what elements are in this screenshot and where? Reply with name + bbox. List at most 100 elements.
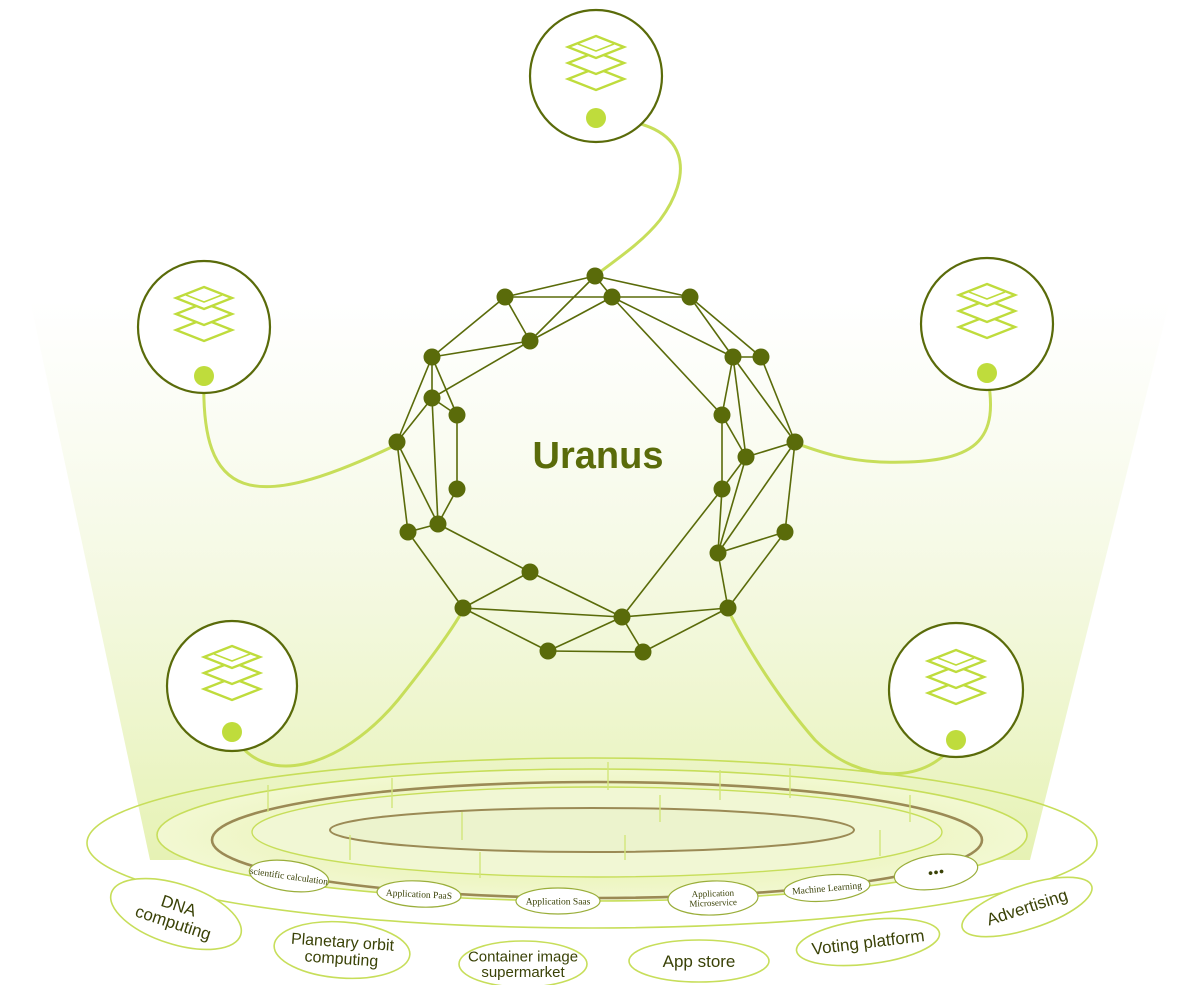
network-node (719, 599, 737, 617)
pill-shape (893, 853, 979, 891)
center-title: Uranus (533, 435, 664, 477)
network-edge (529, 296, 613, 342)
stacked-layers-icon (564, 34, 628, 92)
connector-dot (977, 363, 997, 383)
network-edge (462, 571, 531, 609)
network-node (448, 480, 466, 498)
network-node (603, 288, 621, 306)
network-edge (745, 441, 796, 458)
outer-item-appstore-label: App store (663, 952, 736, 971)
stacked-layers-icon (924, 648, 988, 706)
pill-shape (667, 880, 759, 916)
network-node (423, 348, 441, 366)
inner-item-more: ••• (893, 853, 979, 891)
network-edge (689, 296, 762, 358)
satellite-left-lower (165, 619, 299, 753)
inner-item-saas: Application Saas (515, 887, 601, 915)
network-node (724, 348, 742, 366)
satellite-top (528, 8, 664, 144)
inner-item-microservice-label: Application (691, 888, 734, 899)
inner-item-microservice-label: Microservice (689, 897, 737, 909)
network-node (429, 515, 447, 533)
network-node (399, 523, 417, 541)
outer-item-advertising: Advertising (961, 876, 1093, 938)
inner-item-paas: Application PaaS (376, 880, 462, 908)
wire-right-upper (794, 372, 992, 464)
network-edge (784, 441, 796, 533)
network-node (454, 599, 472, 617)
network-edge (611, 296, 723, 416)
network-edge (431, 397, 439, 525)
inner-item-scientific: scientific calculation (248, 859, 330, 893)
pill-shape (795, 917, 941, 967)
outer-item-planetary-label: computing (304, 948, 379, 970)
satellite-right-lower (887, 621, 1025, 759)
inner-item-more-label: ••• (927, 864, 946, 883)
pill-shape (628, 939, 770, 983)
network-node (613, 608, 631, 626)
network-edge (431, 356, 458, 416)
network-node (709, 544, 727, 562)
pill-shape (458, 940, 588, 985)
pill-shape (273, 920, 411, 980)
network-node (388, 433, 406, 451)
network-node (521, 332, 539, 350)
network-edge (396, 441, 409, 533)
pill-shape (248, 859, 330, 893)
inner-item-ml: Machine Learning (783, 873, 871, 903)
network-node (448, 406, 466, 424)
network-edge (431, 340, 531, 399)
network-node (713, 406, 731, 424)
network-node (681, 288, 699, 306)
connector-dot (946, 730, 966, 750)
network-edge (621, 488, 723, 618)
connector-dot (586, 108, 606, 128)
network-node (713, 480, 731, 498)
network-node (776, 523, 794, 541)
network-edge (717, 552, 729, 609)
outer-item-voting: Voting platform (795, 917, 941, 967)
network-edge (732, 356, 747, 458)
satellite-right-upper (919, 256, 1055, 392)
wire-left-upper (202, 375, 397, 489)
network-edge (462, 607, 549, 652)
network-edge (547, 616, 623, 652)
uranus-network (388, 267, 804, 661)
network-edge (621, 607, 729, 618)
network-node (752, 348, 770, 366)
network-edge (407, 531, 464, 609)
pill-shape (376, 880, 462, 908)
network-node (539, 642, 557, 660)
outer-item-container-label: Container image (468, 948, 578, 965)
network-edge (721, 356, 734, 416)
network-edge (611, 296, 734, 358)
network-node (634, 643, 652, 661)
network-edge (717, 456, 747, 554)
network-edge (437, 523, 531, 573)
wire-left-lower (230, 609, 465, 768)
satellite-left-upper (136, 259, 272, 395)
network-edge (642, 607, 729, 653)
network-node (496, 288, 514, 306)
network-edge (717, 488, 723, 554)
pill-shape (783, 873, 871, 903)
network-edge (717, 531, 786, 554)
network-edge (727, 531, 786, 609)
network-edge (760, 356, 796, 443)
pill-shape (961, 876, 1093, 938)
outer-item-appstore: App store (628, 939, 770, 983)
stacked-layers-icon (172, 285, 236, 343)
connector-dot (222, 722, 242, 742)
network-edge (462, 607, 623, 618)
network-edge (396, 356, 433, 443)
stacked-layers-icon (200, 644, 264, 702)
light-beam (30, 300, 1170, 860)
wire-top (594, 116, 682, 278)
network-node (737, 448, 755, 466)
connector-dot (194, 366, 214, 386)
